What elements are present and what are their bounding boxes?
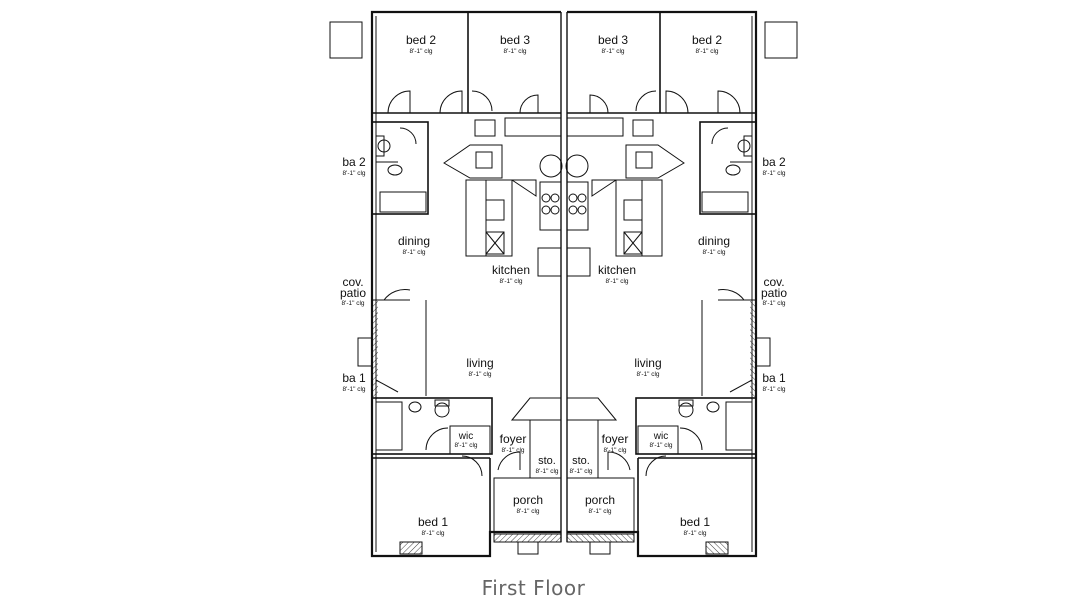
room-label-bed2-right: bed 2 [692,33,722,47]
ceiling-note: 8'-1" clg [342,386,365,393]
ceiling-note: 8'-1" clg [588,508,611,515]
room-label-ba2-left: ba 2 [342,155,366,169]
ceiling-note: 8'-1" clg [603,447,626,454]
ceiling-note: 8'-1" clg [695,48,718,55]
ceiling-note: 8'-1" clg [762,170,785,177]
room-label-bed3-left: bed 3 [500,33,530,47]
ceiling-note: 8'-1" clg [402,249,425,256]
exterior-wall [370,10,561,558]
room-label-wic-left: wic [458,431,473,442]
floor-caption: First Floor [481,576,586,600]
patio-door [375,289,411,301]
ceiling-note: 8'-1" clg [341,300,364,307]
room-label-bed1-left: bed 1 [418,515,448,529]
room-label-kitchen-right: kitchen [598,263,636,277]
room-label-porch-right: porch [585,493,615,507]
ceiling-note: 8'-1" clg [649,442,672,449]
ceiling-note: 8'-1" clg [762,300,785,307]
unit-right [565,10,771,558]
room-label-ba1-left: ba 1 [342,371,366,385]
corner-pad-left [329,21,363,59]
ceiling-note: 8'-1" clg [605,278,628,285]
stove [539,181,562,231]
room-label-foyer-left: foyer [500,432,527,446]
ceiling-note: 8'-1" clg [569,468,592,475]
room-label-patio-right: cov. [763,275,784,289]
room-label-patio-right: patio [761,286,787,300]
room-label-living-left: living [466,356,493,370]
ceiling-note: 8'-1" clg [503,48,526,55]
room-label-sto-right: sto. [572,455,590,467]
ceiling-note: 8'-1" clg [421,530,444,537]
room-label-ba1-right: ba 1 [762,371,786,385]
room-label-ba2-right: ba 2 [762,155,786,169]
sink [387,164,403,176]
ceiling-note: 8'-1" clg [499,278,522,285]
room-label-bed2-left: bed 2 [406,33,436,47]
wic-walls [449,425,491,455]
room-label-bed1-right: bed 1 [680,515,710,529]
door-swing [387,90,411,114]
ceiling-note: 8'-1" clg [535,468,558,475]
ceiling-note: 8'-1" clg [516,508,539,515]
ceiling-note: 8'-1" clg [762,386,785,393]
door-swing [519,94,539,114]
room-label-foyer-right: foyer [602,432,629,446]
ceiling-note: 8'-1" clg [636,371,659,378]
room-label-kitchen-left: kitchen [492,263,530,277]
room-label-patio-left: patio [340,286,366,300]
bath-2-walls [371,121,429,215]
room-label-bed3-right: bed 3 [598,33,628,47]
ceiling-note: 8'-1" clg [702,249,725,256]
ceiling-note: 8'-1" clg [501,447,524,454]
ceiling-note: 8'-1" clg [409,48,432,55]
foyer-bay [510,397,562,421]
room-label-wic-right: wic [653,431,668,442]
ceiling-note: 8'-1" clg [454,442,477,449]
ceiling-note: 8'-1" clg [342,170,365,177]
door-swing [471,90,493,112]
bath-1-walls [371,397,493,455]
corner-pad-right [764,21,798,59]
ceiling-note: 8'-1" clg [468,371,491,378]
room-label-porch-left: porch [513,493,543,507]
room-label-dining-right: dining [698,234,730,248]
unit-left [357,10,563,558]
kitchen-counter [443,144,503,179]
door-swing [439,90,463,114]
room-label-living-right: living [634,356,661,370]
ceiling-note: 8'-1" clg [683,530,706,537]
room-label-sto-left: sto. [538,455,556,467]
ceiling-note: 8'-1" clg [601,48,624,55]
kitchen-counter-run [465,179,513,257]
room-label-dining-left: dining [398,234,430,248]
sink-circle [539,154,563,178]
room-label-patio-left: cov. [342,275,363,289]
